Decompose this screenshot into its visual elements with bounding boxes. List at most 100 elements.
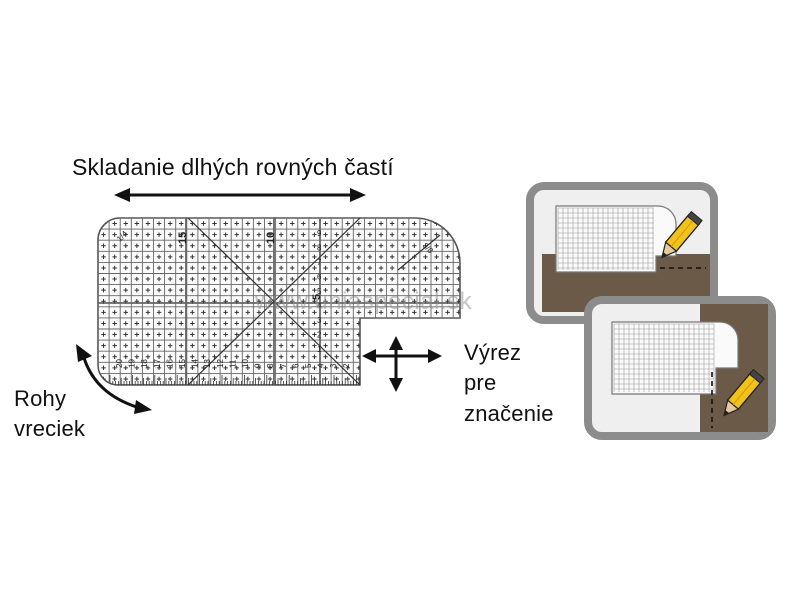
grid-plus [179,376,184,382]
ruler-bottom-number: 17 [153,359,162,368]
grid-plus [445,332,450,337]
grid-plus [223,265,228,271]
ruler-top-number: 5 [311,294,323,300]
grid-plus [278,232,284,237]
grid-plus [201,265,206,271]
ruler-vertical-number: 6 [317,273,322,282]
grid-plus [223,332,228,337]
grid-plus [334,299,339,304]
grid-plus [412,276,417,282]
grid-plus [378,254,384,260]
grid-plus [345,332,350,337]
grid-plus [179,221,184,226]
grid-plus [223,243,228,248]
grid-plus [123,332,128,337]
grid-plus [312,243,317,248]
grid-plus [423,332,428,337]
grid-plus [190,321,195,326]
grid-plus [156,232,162,237]
grid-plus [278,254,284,260]
grid-plus [201,310,206,315]
grid-plus [145,299,151,304]
ruler-bottom-number: 16 [165,359,174,368]
grid-plus [190,343,195,348]
grid-plus [267,232,273,237]
grid-plus [334,354,339,359]
grid-plus [156,354,162,359]
grid-plus [267,354,273,359]
grid-plus [212,276,217,282]
grid-plus [223,343,228,348]
grid-plus [256,232,262,237]
grid-plus [101,276,106,282]
grid-plus [201,254,206,260]
grid-plus [323,376,328,382]
grid-plus [212,321,217,326]
grid-plus [301,365,306,371]
grid-plus [234,343,239,348]
folding-label: Skladanie dlhých rovných častí [72,154,394,180]
grid-plus [145,354,151,359]
grid-plus [290,299,295,304]
grid-plus [345,343,350,348]
grid-plus [456,354,460,359]
grid-plus [234,243,239,248]
grid-plus [401,276,406,282]
grid-plus [123,221,128,226]
grid-plus [145,276,151,282]
ruler-bottom-number: 13 [203,359,212,368]
grid-plus [267,365,273,371]
grid-plus [423,365,428,371]
corner-diagonal [397,234,441,271]
mini-ruler [555,205,677,273]
grid-plus [201,376,206,382]
grid-plus [134,276,140,282]
grid-plus [112,243,117,248]
grid-plus [190,299,195,304]
grid-plus [290,243,295,248]
grid-plus [267,310,273,315]
grid-plus [445,299,450,304]
grid-plus [345,354,350,359]
grid-plus [234,265,239,271]
grid-plus [423,299,428,304]
grid-plus [290,254,295,260]
grid-plus [389,365,395,371]
grid-plus [378,376,384,382]
grid-plus [290,365,295,371]
grid-plus [167,343,173,348]
grid-plus [445,354,450,359]
grid-plus [212,354,217,359]
grid-plus [323,299,328,304]
grid-plus [278,354,284,359]
grid-plus [145,232,151,237]
grid-plus [267,332,273,337]
grid-plus [401,265,406,271]
grid-plus [334,254,339,260]
grid-plus [456,321,460,326]
ruler-bottom-number: 3 [329,363,338,368]
grid-plus [134,332,140,337]
grid-plus [312,221,317,226]
grid-plus [434,299,439,304]
grid-plus [112,299,117,304]
grid-plus [112,276,117,282]
grid-plus [101,343,106,348]
grid-plus [167,243,173,248]
grid-plus [112,287,117,293]
grid-plus [256,254,262,260]
grid-plus [179,332,184,337]
ruler-bottom-number: 7 [279,363,288,368]
grid-plus [278,376,284,382]
grid-plus [145,221,151,226]
grid-plus [101,243,106,248]
grid-plus [134,221,140,226]
grid-plus [378,221,384,226]
grid-plus [312,299,317,304]
corners-label: Rohy vreciek [14,384,85,445]
notch-label-line1: Výrez [464,340,522,365]
grid-plus [101,332,106,337]
grid-plus [179,310,184,315]
grid-plus [334,221,339,226]
grid-plus [179,343,184,348]
